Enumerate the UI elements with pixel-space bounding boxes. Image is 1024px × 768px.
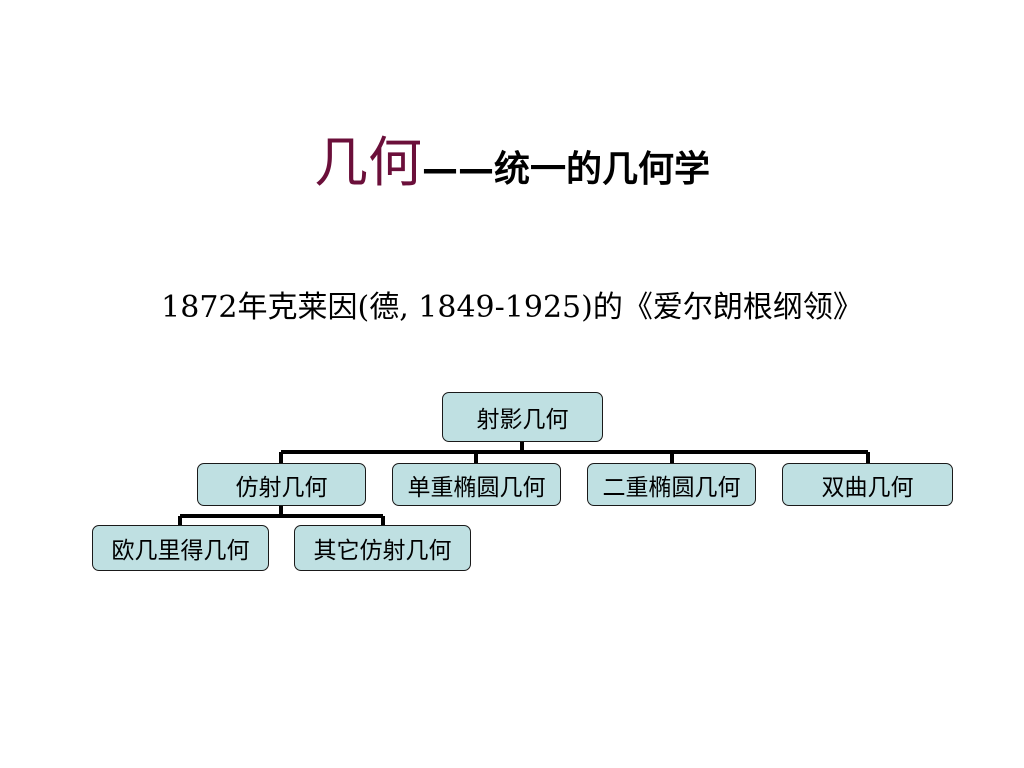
- title-sub: ——统一的几何学: [421, 149, 710, 190]
- title-main: 几何: [313, 131, 422, 194]
- node-hyperbolic-geometry: 双曲几何: [782, 463, 953, 506]
- node-single-elliptic-geometry: 单重椭圆几何: [392, 463, 561, 506]
- node-other-affine-geometry: 其它仿射几何: [294, 525, 471, 571]
- slide-title: 几何——统一的几何学: [0, 118, 1024, 197]
- node-euclidean-geometry: 欧几里得几何: [92, 525, 269, 571]
- node-affine-geometry: 仿射几何: [197, 463, 366, 506]
- node-double-elliptic-geometry: 二重椭圆几何: [587, 463, 756, 506]
- node-projective-geometry: 射影几何: [442, 392, 603, 442]
- slide-subtitle: 1872年克莱因(德, 1849-1925)的《爱尔朗根纲领》: [161, 290, 863, 325]
